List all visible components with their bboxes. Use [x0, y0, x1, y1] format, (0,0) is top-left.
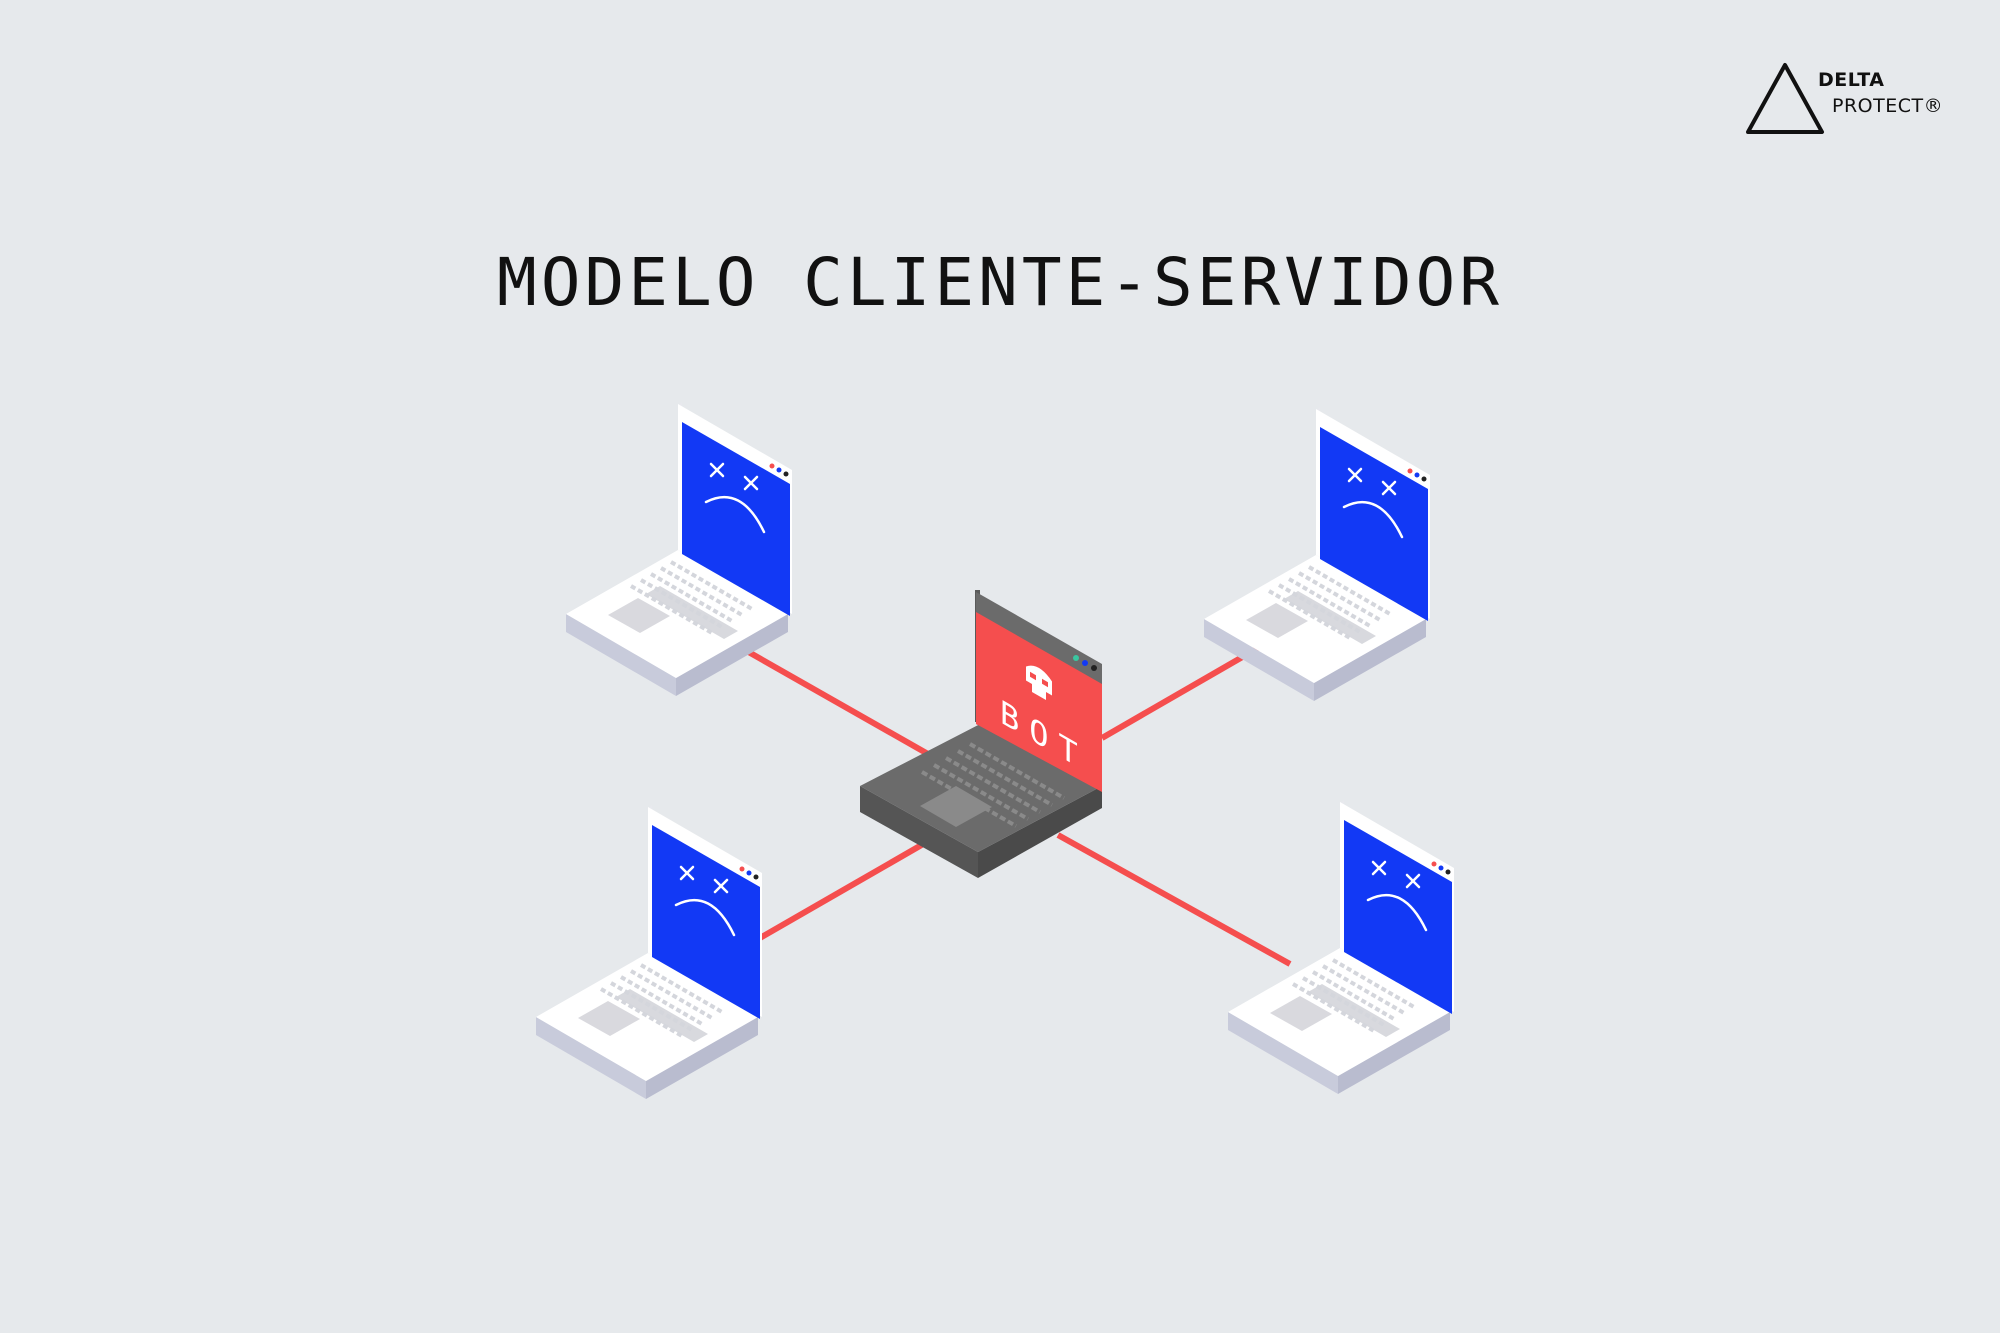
server-laptop: BOT	[860, 590, 1102, 878]
connection-bottom-right	[1056, 832, 1292, 967]
logo-text-protect: PROTECT®	[1832, 95, 1944, 117]
client-laptop-bottom-left	[534, 803, 764, 1101]
connection-top-left	[736, 643, 930, 757]
delta-protect-logo: DELTA PROTECT®	[1740, 60, 1950, 140]
skull-icon	[1026, 665, 1052, 701]
connection-bottom-left	[758, 840, 927, 941]
connection-lines	[736, 643, 1292, 967]
logo-text-delta: DELTA	[1818, 69, 1885, 91]
connection-top-right	[1100, 645, 1260, 741]
triangle-logo-icon	[1746, 63, 1824, 134]
page-title: MODELO CLIENTE-SERVIDOR	[497, 244, 1503, 321]
client-laptop-top-left	[564, 400, 794, 698]
